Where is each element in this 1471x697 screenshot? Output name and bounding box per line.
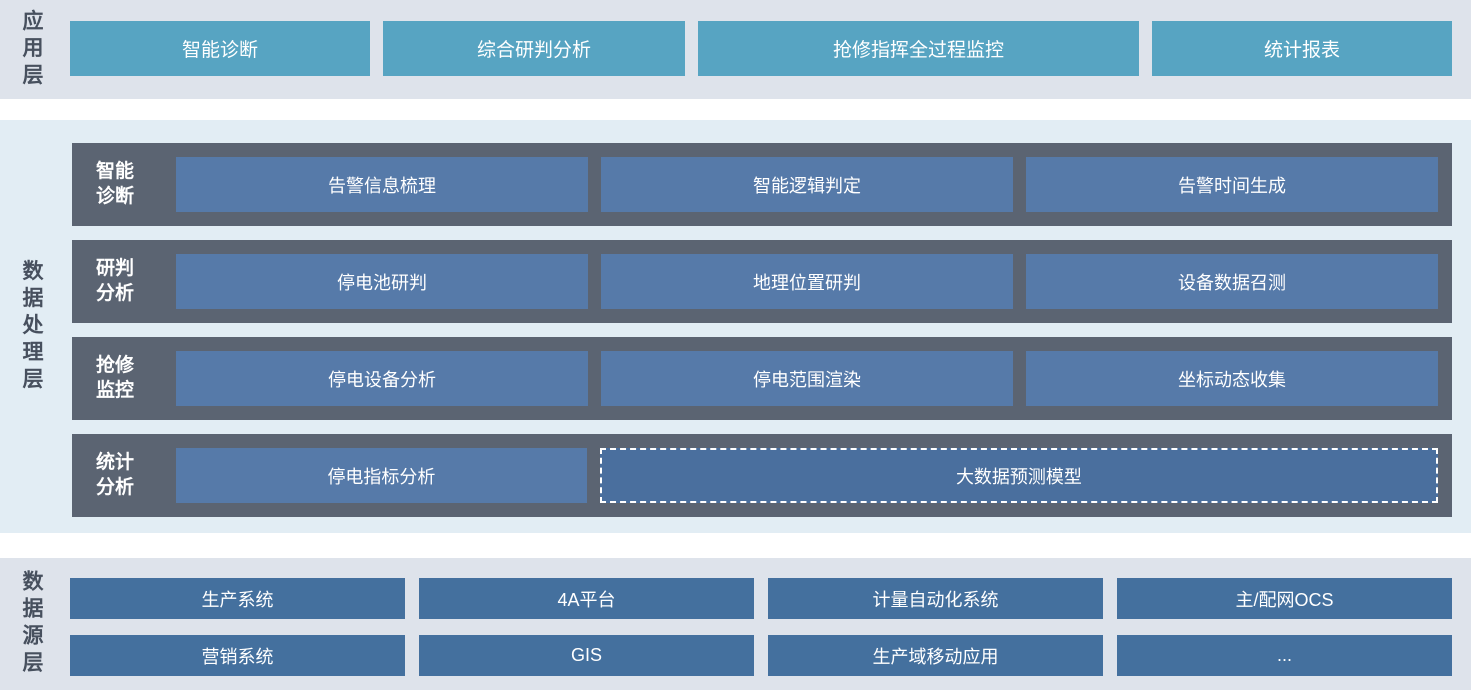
- process-box-outage-device-analysis: 停电设备分析: [176, 351, 588, 406]
- process-box-coordinate-dynamic-collection: 坐标动态收集: [1026, 351, 1438, 406]
- source-box-marketing-system: 营销系统: [70, 635, 405, 676]
- process-box-big-data-prediction-model: 大数据预测模型: [599, 448, 1438, 503]
- process-row-statistical-analysis: 统计分析 停电指标分析 大数据预测模型: [72, 434, 1452, 517]
- process-row-intelligent-diagnosis: 智能诊断 告警信息梳理 智能逻辑判定 告警时间生成: [72, 143, 1452, 226]
- section-divider: [0, 99, 1471, 120]
- source-box-production-system: 生产系统: [70, 578, 405, 619]
- app-box-comprehensive-analysis: 综合研判分析: [383, 21, 685, 76]
- process-row-repair-monitoring: 抢修监控 停电设备分析 停电范围渲染 坐标动态收集: [72, 337, 1452, 420]
- app-box-statistical-reports: 统计报表: [1152, 21, 1452, 76]
- application-layer-label: 应用层: [20, 9, 43, 90]
- process-box-intelligent-logic-judgment: 智能逻辑判定: [601, 157, 1013, 212]
- app-box-repair-command-monitoring: 抢修指挥全过程监控: [698, 21, 1139, 76]
- app-box-intelligent-diagnosis: 智能诊断: [70, 21, 370, 76]
- section-divider: [0, 533, 1471, 558]
- process-box-alarm-info-sorting: 告警信息梳理: [176, 157, 588, 212]
- process-row-label-text: 抢修监控: [96, 354, 135, 401]
- process-row-label: 智能诊断: [72, 160, 176, 209]
- process-row-label: 统计分析: [72, 451, 176, 500]
- process-row-label-text: 智能诊断: [96, 160, 135, 207]
- process-row-label: 研判分析: [72, 257, 176, 306]
- process-row-buttons: 停电池研判 地理位置研判 设备数据召测: [176, 254, 1438, 309]
- data-source-layer-label: 数据源层: [20, 570, 43, 678]
- process-row-label-text: 统计分析: [96, 451, 135, 498]
- process-box-outage-range-rendering: 停电范围渲染: [601, 351, 1013, 406]
- application-layer-section: 应用层 智能诊断 综合研判分析 抢修指挥全过程监控 统计报表: [0, 0, 1471, 99]
- process-box-device-data-telemetry: 设备数据召测: [1026, 254, 1438, 309]
- process-row-buttons: 告警信息梳理 智能逻辑判定 告警时间生成: [176, 157, 1438, 212]
- source-box-gis: GIS: [419, 635, 754, 676]
- process-box-geographic-location-judgment: 地理位置研判: [601, 254, 1013, 309]
- process-row-label: 抢修监控: [72, 354, 176, 403]
- source-box-metering-automation-system: 计量自动化系统: [768, 578, 1103, 619]
- process-row-label-text: 研判分析: [96, 257, 135, 304]
- process-box-outage-indicator-analysis: 停电指标分析: [176, 448, 587, 503]
- source-box-4a-platform: 4A平台: [419, 578, 754, 619]
- process-box-outage-battery-judgment: 停电池研判: [176, 254, 588, 309]
- data-processing-layer-label: 数据处理层: [20, 259, 43, 394]
- source-box-ellipsis: ...: [1117, 635, 1452, 676]
- data-source-layer-section: 数据源层 生产系统 4A平台 计量自动化系统 主/配网OCS 营销系统 GIS …: [0, 558, 1471, 690]
- source-box-main-distribution-ocs: 主/配网OCS: [1117, 578, 1452, 619]
- process-box-alarm-time-generation: 告警时间生成: [1026, 157, 1438, 212]
- process-row-buttons: 停电指标分析 大数据预测模型: [176, 448, 1438, 503]
- application-layer-buttons: 智能诊断 综合研判分析 抢修指挥全过程监控 统计报表: [70, 21, 1452, 76]
- source-box-production-mobile-app: 生产域移动应用: [768, 635, 1103, 676]
- process-row-buttons: 停电设备分析 停电范围渲染 坐标动态收集: [176, 351, 1438, 406]
- process-row-analysis-judgment: 研判分析 停电池研判 地理位置研判 设备数据召测: [72, 240, 1452, 323]
- data-processing-layer-section: 数据处理层 智能诊断 告警信息梳理 智能逻辑判定 告警时间生成 研判分析 停电池…: [0, 120, 1471, 533]
